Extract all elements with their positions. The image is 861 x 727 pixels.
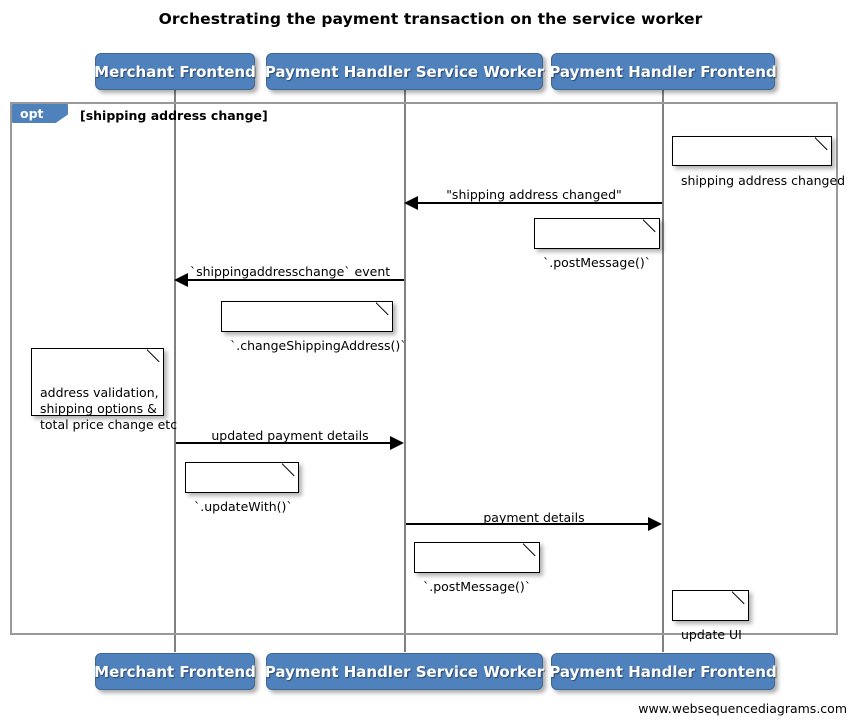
note-shipping-address-changed: shipping address changed	[672, 136, 845, 188]
message-label-shippingaddresschange-event: `shippingaddresschange` event	[189, 264, 391, 279]
note-fold-icon	[732, 591, 748, 607]
actor-label: Payment Handler Service Worker	[264, 662, 545, 681]
note-post-message-2: `.postMessage()`	[414, 542, 540, 594]
actor-top-merchant-frontend[interactable]: Merchant Frontend	[94, 53, 256, 90]
actor-top-payment-handler-frontend[interactable]: Payment Handler Frontend	[549, 53, 777, 90]
actor-label: Merchant Frontend	[94, 62, 256, 81]
note-text: `.updateWith()`	[194, 499, 293, 514]
note-change-shipping-address: `.changeShippingAddress()`	[221, 301, 407, 353]
message-line-updated-payment-details	[176, 442, 392, 444]
lifeline-payment-handler-frontend	[662, 90, 664, 652]
note-post-message-1: `.postMessage()`	[534, 218, 660, 270]
note-text: shipping address changed	[681, 173, 846, 188]
note-text: address validation, shipping options & t…	[40, 385, 178, 432]
message-label-shipping-address-changed: "shipping address changed"	[446, 187, 622, 202]
fragment-opt-tag: opt	[12, 104, 68, 123]
note-fold-icon	[815, 137, 831, 153]
actor-label: Payment Handler Frontend	[549, 662, 777, 681]
note-text: `.postMessage()`	[423, 579, 532, 594]
message-line-shipping-address-changed	[418, 202, 662, 204]
message-arrowhead-payment-details	[648, 517, 662, 531]
lifeline-merchant-frontend	[174, 90, 176, 652]
fragment-opt	[10, 102, 838, 635]
message-arrowhead-shippingaddresschange-event	[174, 273, 188, 287]
message-arrowhead-updated-payment-details	[390, 436, 404, 450]
message-arrowhead-shipping-address-changed	[404, 196, 418, 210]
actor-bottom-payment-handler-frontend[interactable]: Payment Handler Frontend	[549, 653, 777, 690]
note-fold-icon	[376, 302, 392, 318]
note-address-validation: address validation, shipping options & t…	[31, 348, 177, 432]
message-line-payment-details	[406, 523, 648, 525]
actor-label: Payment Handler Frontend	[549, 62, 777, 81]
note-text: update UI	[681, 627, 742, 642]
actor-bottom-merchant-frontend[interactable]: Merchant Frontend	[94, 653, 256, 690]
watermark: www.websequencediagrams.com	[638, 701, 847, 716]
note-fold-icon	[147, 349, 163, 365]
actor-label: Merchant Frontend	[94, 662, 256, 681]
message-label-updated-payment-details: updated payment details	[211, 428, 369, 443]
note-text: `.postMessage()`	[543, 255, 652, 270]
message-line-shippingaddresschange-event	[188, 279, 404, 281]
actor-top-payment-handler-service-worker[interactable]: Payment Handler Service Worker	[264, 53, 545, 90]
page-title: Orchestrating the payment transaction on…	[158, 10, 703, 28]
fragment-opt-guard: [shipping address change]	[80, 108, 268, 123]
note-fold-icon	[643, 219, 659, 235]
lifeline-payment-handler-service-worker	[404, 90, 406, 652]
message-label-payment-details: payment details	[483, 510, 585, 525]
actor-label: Payment Handler Service Worker	[264, 62, 545, 81]
note-update-with: `.updateWith()`	[185, 462, 299, 514]
note-update-ui: update UI	[672, 590, 749, 642]
note-fold-icon	[523, 543, 539, 559]
note-text: `.changeShippingAddress()`	[230, 338, 407, 353]
note-fold-icon	[282, 463, 298, 479]
actor-bottom-payment-handler-service-worker[interactable]: Payment Handler Service Worker	[264, 653, 545, 690]
